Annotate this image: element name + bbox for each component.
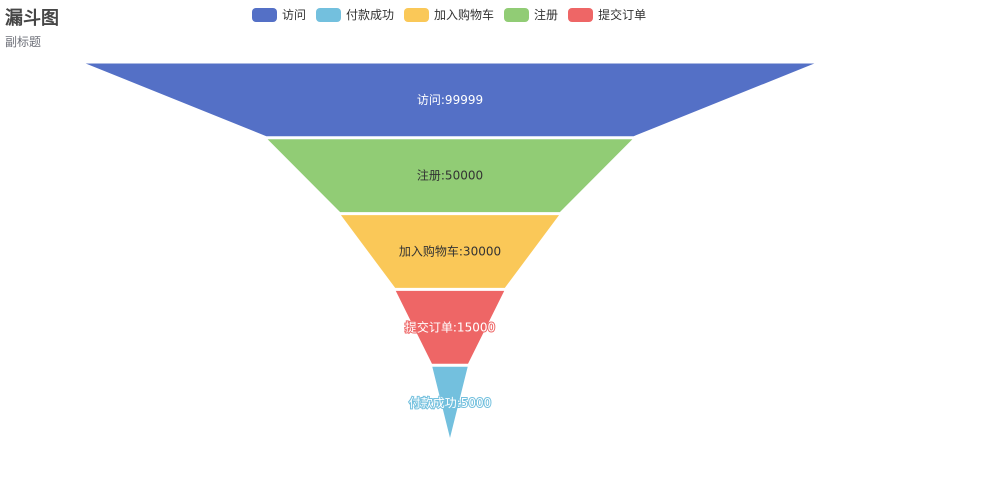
legend-swatch-payment-success (316, 7, 342, 22)
chart-title: 漏斗图 (5, 8, 59, 29)
legend-swatch-add-to-cart (404, 7, 430, 22)
funnel-segment-register[interactable] (265, 138, 635, 214)
legend-label-add-to-cart: 加入购物车 (434, 8, 495, 22)
legend-label-payment-success: 付款成功 (346, 8, 395, 22)
funnel-labels: 访问:99999 注册:50000 加入购物车:30000 提交订单:15000 付款成… (399, 92, 501, 411)
legend-label-visit: 访问 (282, 8, 307, 22)
legend-item-add-to-cart[interactable]: 加入购物车 (404, 6, 494, 23)
legend-item-visit[interactable]: 访问 (252, 6, 306, 23)
chart-subtitle: 副标题 (5, 35, 42, 49)
legend: 访问 付款成功 加入购物车 注册 提交订单 (252, 6, 656, 23)
funnel-label-register: 注册:50000 (417, 168, 483, 183)
funnel-segment-submit-order[interactable] (394, 289, 506, 365)
funnel-segment-visit[interactable] (82, 62, 818, 138)
funnel-segments (82, 62, 818, 441)
legend-swatch-submit-order (568, 7, 594, 22)
legend-item-register[interactable]: 注册 (504, 6, 558, 23)
legend-item-submit-order[interactable]: 提交订单 (568, 6, 646, 23)
funnel-label-payment-success: 付款成功:5000 (409, 396, 492, 410)
funnel-segment-add-to-cart[interactable] (338, 214, 562, 289)
legend-swatch-visit (252, 7, 277, 22)
legend-swatch-register (504, 7, 530, 22)
funnel-label-add-to-cart: 加入购物车:30000 (399, 244, 501, 259)
funnel-segment-payment-success[interactable] (431, 365, 469, 441)
legend-item-payment-success[interactable]: 付款成功 (316, 6, 394, 23)
legend-label-register: 注册 (534, 8, 559, 22)
legend-label-submit-order: 提交订单 (598, 8, 647, 22)
funnel-label-submit-order: 提交订单:15000 (405, 319, 495, 334)
funnel-label-visit: 访问:99999 (417, 93, 483, 107)
